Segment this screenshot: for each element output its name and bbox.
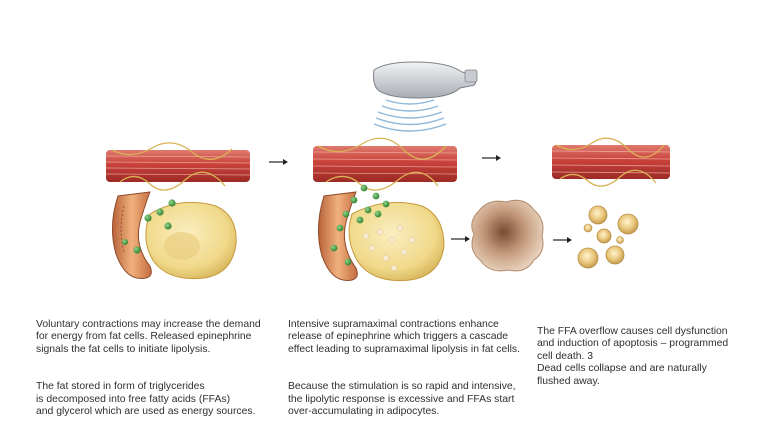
- applicator: [374, 62, 478, 98]
- arrow-to-cell-fragments: [553, 237, 572, 243]
- stage2-caption: Intensive supramaximal contractions enha…: [288, 306, 524, 419]
- stage2-muscle: [313, 138, 457, 190]
- stage2-caption-p1: Intensive supramaximal contractions enha…: [288, 319, 520, 355]
- stage3-caption-p1: The FFA overflow causes cell dysfunction…: [537, 326, 728, 387]
- arrow-stage2-to-dying-cell: [451, 236, 470, 242]
- stage2-fat-cell: [349, 202, 444, 280]
- stage1-caption-p2: The fat stored in form of triglycerides …: [36, 381, 255, 417]
- stage3-muscle: [552, 138, 670, 186]
- stage1-caption: Voluntary contractions may increase the …: [36, 306, 268, 419]
- dead-cell-fragments: [578, 206, 638, 268]
- dying-fat-cell: [472, 200, 543, 271]
- stage2-caption-p2: Because the stimulation is so rapid and …: [288, 381, 516, 417]
- stage1-caption-p1: Voluntary contractions may increase the …: [36, 319, 261, 355]
- arrow-stage1-to-stage2: [269, 159, 288, 165]
- magnetic-waves: [374, 100, 446, 131]
- arrow-stage2-to-stage3: [482, 155, 501, 161]
- stage3-caption: The FFA overflow causes cell dysfunction…: [537, 313, 752, 389]
- stage1-muscle: [106, 143, 250, 190]
